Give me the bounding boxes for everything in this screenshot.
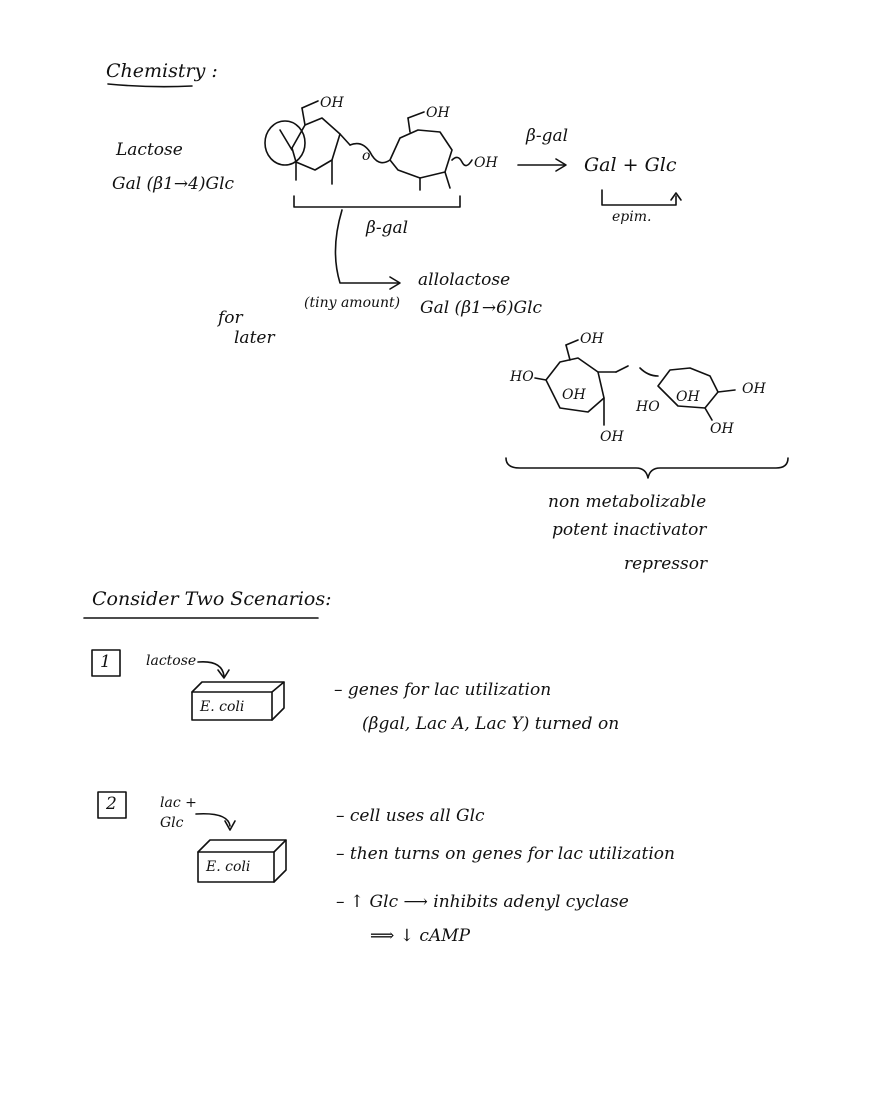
- allolactose-arrowhead: [389, 276, 401, 290]
- epim-bracket: [601, 189, 677, 206]
- scenario1-number-box: [91, 649, 121, 677]
- reaction-enzyme: β-gal: [526, 126, 569, 146]
- note-potent-inactivator: potent inactivator: [552, 520, 707, 540]
- lactose-linkage: Gal (β1→4)Glc: [112, 174, 235, 194]
- scenario2-cell-label: E. coli: [206, 859, 251, 875]
- scenario2-ecoli-box: [197, 839, 287, 883]
- scenario2-number: 2: [106, 794, 117, 814]
- scenario2-input-line2: Glc: [160, 815, 184, 831]
- lactose-oh-top-left: OH: [320, 95, 344, 111]
- allo-oh-top: OH: [580, 331, 604, 347]
- note-non-metabolizable: non metabolizable: [548, 492, 707, 512]
- scenario2-input-line1: lac +: [160, 795, 197, 811]
- scenario1-ecoli-box: [191, 681, 285, 721]
- allolactose-linkage: Gal (β1→6)Glc: [420, 298, 543, 318]
- scenario1-number: 1: [100, 652, 111, 672]
- allo-oh-ring2-bottom: OH: [710, 421, 734, 437]
- scenario1-input-label: lactose: [146, 653, 197, 669]
- allo-oh-anomeric: OH: [742, 381, 766, 397]
- products: Gal + Glc: [584, 154, 677, 176]
- scenarios-heading: Consider Two Scenarios:: [92, 588, 332, 610]
- allolactose-arrow: [334, 209, 399, 284]
- epim-label: epim.: [612, 209, 652, 225]
- allo-ho-ring2: HO: [636, 399, 660, 415]
- tiny-amount: (tiny amount): [304, 295, 401, 311]
- lactose-oh-top-right: OH: [426, 105, 450, 121]
- allo-oh-ring1: OH: [562, 387, 586, 403]
- lactose-bracket: [293, 195, 461, 208]
- scenario1-input-arrowhead: [217, 669, 230, 679]
- scenario2-line1: – cell uses all Glc: [336, 806, 485, 826]
- lactose-label: Lactose: [116, 140, 183, 160]
- scenario1-input-arrow: [197, 660, 225, 677]
- side-note-later: later: [234, 328, 275, 348]
- scenario1-line1: – genes for lac utilization: [334, 680, 552, 700]
- svg-text:o: o: [362, 148, 370, 164]
- scenario1-cell-label: E. coli: [200, 699, 245, 715]
- scenario2-line3: – ↑ Glc ⟶ inhibits adenyl cyclase: [336, 892, 629, 912]
- scenario1-line2: (βgal, Lac A, Lac Y) turned on: [362, 714, 620, 734]
- allo-oh-ring2: OH: [676, 389, 700, 405]
- scenario2-line2: – then turns on genes for lac utilizatio…: [336, 844, 675, 864]
- heading-underline: [107, 83, 193, 88]
- epim-arrowhead: [670, 192, 682, 201]
- bracket-enzyme: β-gal: [366, 218, 409, 238]
- reaction-arrowhead: [555, 158, 567, 172]
- note-repressor: repressor: [624, 554, 708, 574]
- allolactose-label: allolactose: [418, 270, 511, 290]
- side-note-for: for: [218, 308, 243, 328]
- allolactose-structure: [534, 339, 736, 426]
- allolactose-brace: [505, 457, 789, 479]
- chemistry-heading: Chemistry :: [106, 60, 218, 82]
- scenario2-line4: ⟹ ↓ cAMP: [370, 926, 471, 946]
- lactose-oh-anomeric: OH: [474, 155, 498, 171]
- allo-oh-bottom: OH: [600, 429, 624, 445]
- scenario2-input-arrow: [195, 812, 231, 827]
- scenario2-input-arrowhead: [224, 820, 236, 831]
- allo-ho-left: HO: [510, 369, 534, 385]
- lactose-structure: [264, 100, 473, 191]
- scenario2-number-box: [97, 791, 127, 819]
